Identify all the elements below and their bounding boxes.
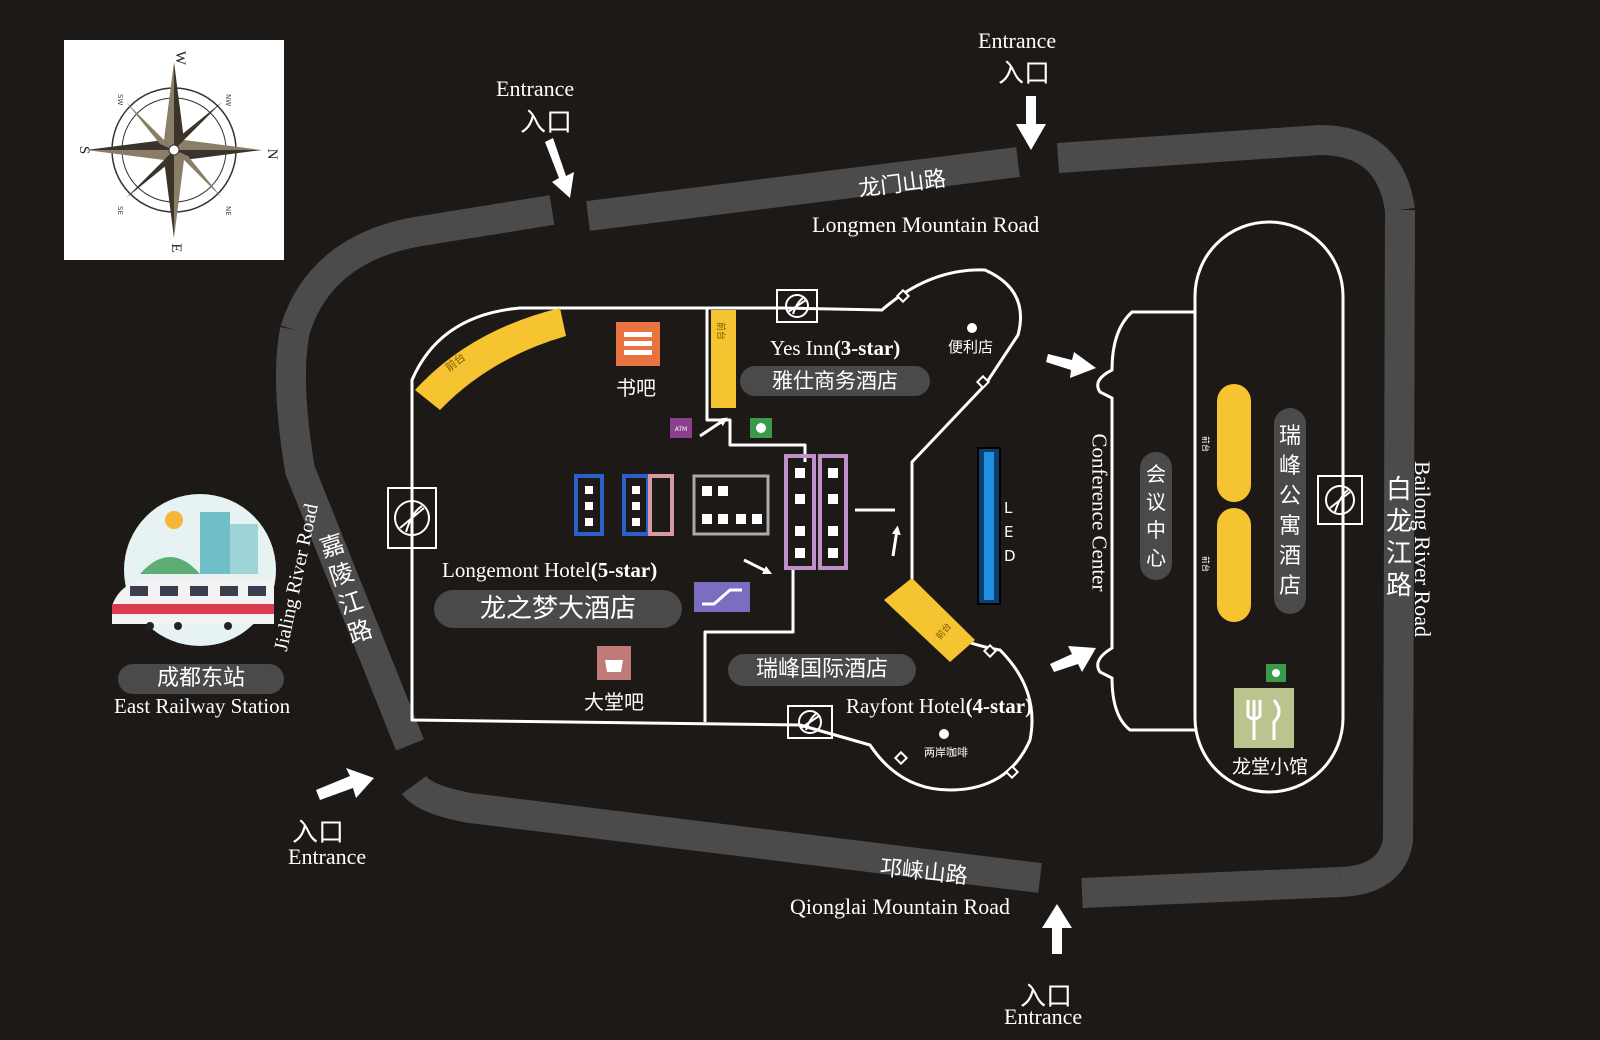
escalator-icon — [694, 582, 750, 612]
apartment-hotel-outline — [1193, 220, 1345, 794]
elevator-icon-rayfont — [787, 705, 833, 739]
entrance-arrows — [316, 96, 1096, 954]
conference-center-cn: 会议中心 — [1140, 452, 1172, 580]
convenience-store-label: 便利店 — [948, 338, 994, 356]
compass-right-letter: N — [264, 149, 280, 160]
road-bailong-cn: 白龙江路 — [1386, 475, 1413, 601]
book-bar-icon — [616, 322, 660, 366]
compass-top-letter: W — [172, 51, 188, 66]
entrance-west-en: Entrance — [288, 844, 367, 869]
entrance-arrow-inner — [891, 525, 901, 557]
pink-room-1 — [648, 474, 674, 536]
road-jialing — [276, 327, 424, 751]
compass-ne-letter: NE — [224, 206, 232, 216]
entrance-arrow-lobby — [743, 558, 773, 575]
purple-room-1 — [784, 454, 816, 570]
rayfont-name: Rayfont Hotel — [846, 694, 966, 718]
seating-blocks — [574, 454, 848, 570]
yes-inn-label: Yes Inn(3-star) — [770, 336, 900, 361]
entrance-north-right-cn: 入口 — [998, 59, 1051, 89]
coffee-shop-label: 两岸咖啡 — [924, 746, 968, 759]
road-qionglai-en: Qionglai Mountain Road — [790, 894, 1010, 919]
entrance-arrow-north-right — [1016, 96, 1046, 150]
compass-left-letter: S — [76, 146, 92, 154]
lobby-bar-label: 大堂吧 — [584, 690, 644, 714]
rayfont-stars: (4-star) — [965, 694, 1033, 718]
coffee-shop-dot — [939, 729, 949, 739]
front-desks: 前台 前台 前台 前台 前台 — [415, 308, 1251, 662]
longemont-cn: 龙之梦大酒店 — [434, 590, 682, 628]
rayfont-cn: 瑞峰国际酒店 — [728, 654, 916, 686]
blue-room-1 — [574, 474, 604, 536]
road-network — [276, 125, 1415, 908]
entrance-arrow-north-left — [545, 138, 574, 198]
road-longmen-west-segment — [280, 195, 555, 335]
elevator-icon-apartment — [1317, 475, 1363, 525]
entrance-north-right-en: Entrance — [978, 28, 1057, 53]
atm-label: ATM — [675, 426, 687, 433]
compass-se-letter: SE — [116, 206, 124, 215]
apartment-hotel-cn: 瑞峰公寓酒店 — [1274, 408, 1306, 614]
restroom-icon-apartment — [1266, 664, 1286, 682]
front-desk-longemont — [415, 308, 566, 410]
led-label: LED — [1004, 499, 1016, 565]
elevator-icon-yes-inn — [776, 289, 818, 323]
convenience-store-dot — [967, 323, 977, 333]
compass-rose: W N E S SW NW SE NE — [64, 40, 284, 260]
entrance-south-en: Entrance — [1004, 1004, 1083, 1029]
lobby-bar-icon — [597, 646, 631, 680]
entrance-arrow-conference-bottom — [1050, 646, 1096, 672]
entrance-south-cn: 入口 — [1020, 982, 1073, 1012]
compass-bottom-letter: E — [168, 243, 184, 252]
yes-inn-cn: 雅仕商务酒店 — [740, 366, 930, 396]
front-desk-yes-inn — [711, 310, 736, 408]
led-screen — [977, 447, 1001, 605]
door-marks — [893, 288, 1020, 780]
conference-complex-outline — [1096, 220, 1345, 794]
road-bailong — [1338, 209, 1415, 897]
conference-center-en: Conference Center — [1087, 433, 1112, 592]
facility-icons: ATM — [597, 322, 1294, 748]
station-cn: 成都东站 — [118, 664, 284, 694]
front-desk-rayfont — [884, 578, 975, 662]
longemont-label: Longemont Hotel(5-star) — [442, 558, 657, 583]
front-desk-label-yes-inn: 前台 — [715, 322, 727, 340]
road-qionglai-east-segment — [1081, 867, 1341, 908]
restroom-icon-main — [750, 418, 772, 438]
longemont-name: Longemont Hotel — [442, 558, 591, 582]
front-desk-apartment-top — [1217, 384, 1251, 502]
entrance-arrow-south — [1042, 904, 1072, 954]
restaurant-icon — [1234, 688, 1294, 748]
road-qionglai-west-segment — [401, 774, 1042, 893]
book-bar-label: 书吧 — [616, 376, 656, 400]
front-desk-label-apt-bottom: 前台 — [1201, 556, 1211, 572]
entrance-west-cn: 入口 — [292, 818, 345, 848]
restaurant-label: 龙堂小馆 — [1232, 756, 1309, 778]
entrance-north-left-cn: 入口 — [520, 108, 573, 138]
road-bailong-en: Bailong River Road — [1409, 461, 1435, 637]
road-longmen-east-segment — [1056, 125, 1415, 213]
atm-icon: ATM — [670, 418, 692, 438]
front-desk-label-apt-top: 前台 — [1201, 436, 1211, 452]
grey-room — [692, 474, 770, 536]
station-en: East Railway Station — [114, 694, 291, 718]
entrance-arrow-atm — [699, 417, 728, 438]
yes-inn-name: Yes Inn — [770, 336, 834, 360]
elevator-symbols — [387, 289, 1363, 739]
compass-nw-letter: NW — [224, 94, 232, 106]
entrance-arrow-conference-top — [1046, 352, 1096, 378]
compass-sw-letter: SW — [116, 94, 124, 105]
elevator-icon-longemont — [387, 487, 437, 549]
road-longmen-en: Longmen Mountain Road — [812, 212, 1040, 237]
road-longmen-middle-segment — [586, 147, 1020, 231]
entrance-arrow-west — [316, 768, 374, 800]
railway-station-illustration — [112, 494, 276, 646]
longemont-stars: (5-star) — [590, 558, 658, 582]
entrance-north-left-en: Entrance — [496, 76, 575, 101]
front-desk-apartment-bottom — [1217, 508, 1251, 622]
purple-room-2 — [818, 454, 848, 570]
rayfont-label: Rayfont Hotel(4-star) — [846, 694, 1032, 719]
yes-inn-stars: (3-star) — [833, 336, 901, 360]
